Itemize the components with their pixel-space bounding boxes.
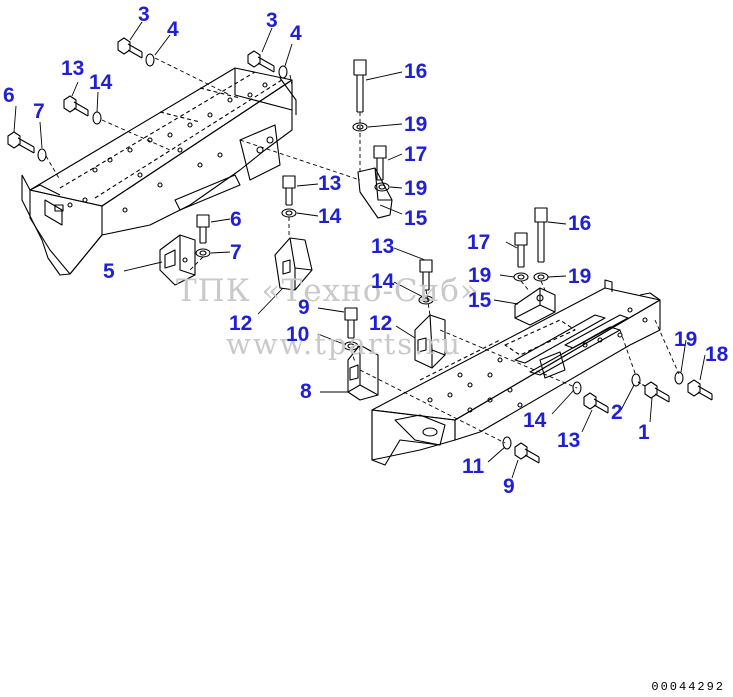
callout-5[interactable]: 5 bbox=[103, 260, 115, 283]
callout-18[interactable]: 18 bbox=[705, 343, 729, 366]
callout-7[interactable]: 7 bbox=[33, 100, 45, 123]
callout-17[interactable]: 17 bbox=[404, 143, 428, 166]
callout-19[interactable]: 19 bbox=[404, 113, 428, 136]
bolts bbox=[7, 37, 713, 464]
callout-9[interactable]: 9 bbox=[503, 475, 515, 498]
callout-12[interactable]: 12 bbox=[229, 312, 253, 335]
callout-14[interactable]: 14 bbox=[89, 71, 113, 94]
drawing-number: 00044292 bbox=[651, 680, 725, 694]
callout-14[interactable]: 14 bbox=[523, 409, 547, 432]
callout-19[interactable]: 19 bbox=[568, 265, 592, 288]
left-frame bbox=[21, 67, 297, 276]
callout-4[interactable]: 4 bbox=[167, 18, 179, 41]
callout-10[interactable]: 10 bbox=[286, 323, 310, 346]
callout-6[interactable]: 6 bbox=[230, 208, 242, 231]
bracket-12-left bbox=[274, 237, 313, 291]
callout-2[interactable]: 2 bbox=[611, 401, 623, 424]
callout-13[interactable]: 13 bbox=[557, 429, 581, 452]
callout-9[interactable]: 9 bbox=[298, 296, 310, 319]
callout-12[interactable]: 12 bbox=[369, 312, 393, 335]
callout-4[interactable]: 4 bbox=[290, 22, 302, 45]
callout-19[interactable]: 19 bbox=[404, 177, 428, 200]
callout-17[interactable]: 17 bbox=[467, 231, 491, 254]
callout-1[interactable]: 1 bbox=[638, 421, 650, 444]
bracket-5 bbox=[159, 234, 196, 286]
leader-lines bbox=[13, 21, 706, 479]
callout-19[interactable]: 19 bbox=[674, 328, 698, 351]
callout-3[interactable]: 3 bbox=[266, 9, 278, 32]
callout-16[interactable]: 16 bbox=[404, 60, 428, 83]
callout-15[interactable]: 15 bbox=[404, 207, 428, 230]
callout-3[interactable]: 3 bbox=[138, 3, 150, 26]
bracket-12-right bbox=[414, 314, 446, 369]
bracket-15-right bbox=[514, 287, 556, 326]
callout-13[interactable]: 13 bbox=[61, 57, 85, 80]
callout-13[interactable]: 13 bbox=[318, 172, 342, 195]
right-frame bbox=[371, 279, 661, 466]
callout-16[interactable]: 16 bbox=[568, 212, 592, 235]
callout-8[interactable]: 8 bbox=[300, 380, 312, 403]
callout-11[interactable]: 11 bbox=[462, 455, 485, 478]
washers bbox=[37, 53, 684, 450]
callout-14[interactable]: 14 bbox=[318, 205, 342, 228]
callout-19[interactable]: 19 bbox=[468, 264, 492, 287]
callout-15[interactable]: 15 bbox=[468, 289, 492, 312]
callout-6[interactable]: 6 bbox=[3, 84, 15, 107]
bracket-15-top bbox=[357, 167, 393, 219]
callout-14[interactable]: 14 bbox=[371, 270, 395, 293]
callout-7[interactable]: 7 bbox=[230, 241, 242, 264]
callout-13[interactable]: 13 bbox=[371, 235, 395, 258]
